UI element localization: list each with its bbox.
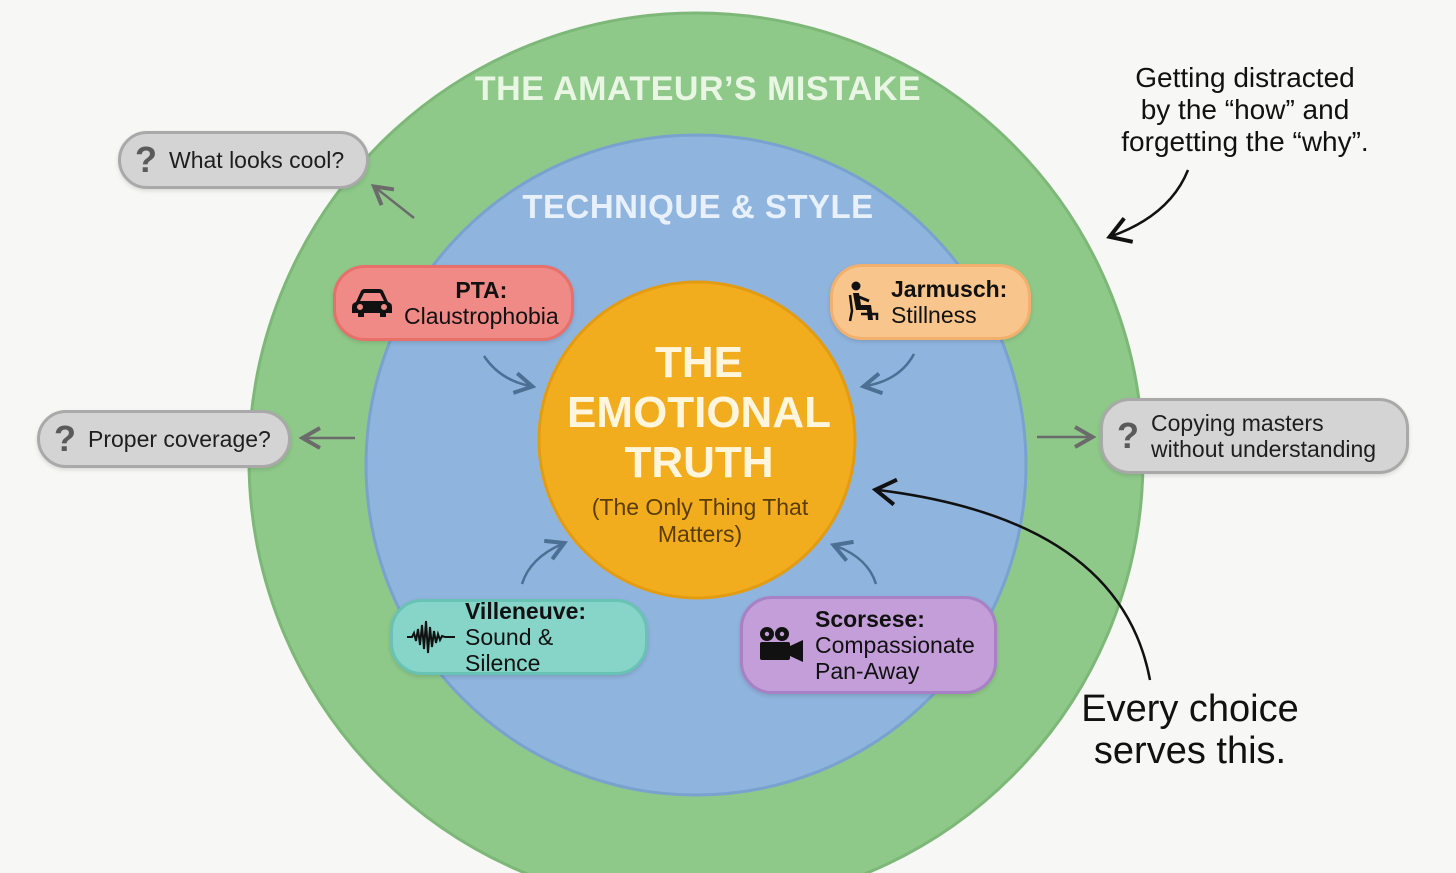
technique-description: Sound & Silence xyxy=(465,624,554,676)
question-mark-icon: ? xyxy=(1117,415,1139,456)
technique-description: Claustrophobia xyxy=(404,303,559,329)
car-icon xyxy=(350,286,394,320)
annotation-line: serves this. xyxy=(1093,730,1287,772)
core-title-line: EMOTIONAL xyxy=(567,388,831,437)
arrow-pta-to-core xyxy=(482,355,537,395)
annotation-line: Getting distracted xyxy=(1135,62,1355,93)
mistake-text: Copying masters without understanding xyxy=(1151,410,1377,462)
mistake-proper-coverage: ? Proper coverage? xyxy=(37,410,291,468)
mistake-copying-masters: ? Copying masters without understanding xyxy=(1100,398,1409,474)
core-title-line: TRUTH xyxy=(624,438,774,487)
sound-wave-icon xyxy=(407,619,455,655)
technique-pta: PTA: Claustrophobia xyxy=(333,265,574,341)
technique-description: Compassionate Pan-Away xyxy=(815,632,975,684)
outer-ring-title: THE AMATEUR’S MISTAKE xyxy=(474,70,922,108)
technique-description: Stillness xyxy=(891,302,977,328)
annotation-distracted: Getting distracted by the “how” and forg… xyxy=(1090,62,1400,158)
arrow-scorsese-to-core xyxy=(829,539,878,585)
seated-person-icon xyxy=(847,281,881,323)
annotation-every-choice: Every choice serves this. xyxy=(1060,688,1320,772)
core-title: THE EMOTIONAL TRUTH xyxy=(540,338,858,488)
core-title-line: THE xyxy=(655,338,743,387)
mistake-text: What looks cool? xyxy=(169,147,345,173)
technique-name: Jarmusch: xyxy=(891,276,1008,302)
technique-villeneuve: Villeneuve: Sound & Silence xyxy=(390,598,648,676)
technique-text: Jarmusch: Stillness xyxy=(891,276,1007,328)
inner-ring-title: TECHNIQUE & STYLE xyxy=(522,188,874,225)
movie-camera-icon xyxy=(757,625,805,665)
technique-text: PTA: Claustrophobia xyxy=(404,277,559,329)
mistake-text: Proper coverage? xyxy=(88,426,271,452)
arrow-note-to-outer-ring xyxy=(1106,169,1190,244)
core-circle xyxy=(537,280,857,600)
annotation-line: forgetting the “why”. xyxy=(1121,126,1369,157)
arrow-jarmusch-to-core xyxy=(859,353,916,396)
technique-text: Scorsese: Compassionate Pan-Away xyxy=(815,606,980,684)
mistake-what-looks-cool: ? What looks cool? xyxy=(118,131,369,189)
arrow-note-to-core xyxy=(871,477,1152,681)
technique-text: Villeneuve: Sound & Silence xyxy=(465,598,631,676)
technique-scorsese: Scorsese: Compassionate Pan-Away xyxy=(740,596,997,694)
core-subtitle: (The Only Thing That Matters) xyxy=(591,494,809,547)
technique-jarmusch: Jarmusch: Stillness xyxy=(830,264,1031,340)
annotation-line: Every choice xyxy=(1081,688,1299,730)
arrow-villeneuve-to-core xyxy=(520,538,568,585)
technique-name: PTA: xyxy=(455,277,508,303)
arrow-to-what-looks-cool xyxy=(370,183,415,219)
annotation-line: by the “how” and xyxy=(1140,94,1350,125)
technique-name: Villeneuve: xyxy=(465,598,587,624)
question-mark-icon: ? xyxy=(54,418,76,459)
question-mark-icon: ? xyxy=(135,139,157,180)
technique-name: Scorsese: xyxy=(815,606,925,632)
